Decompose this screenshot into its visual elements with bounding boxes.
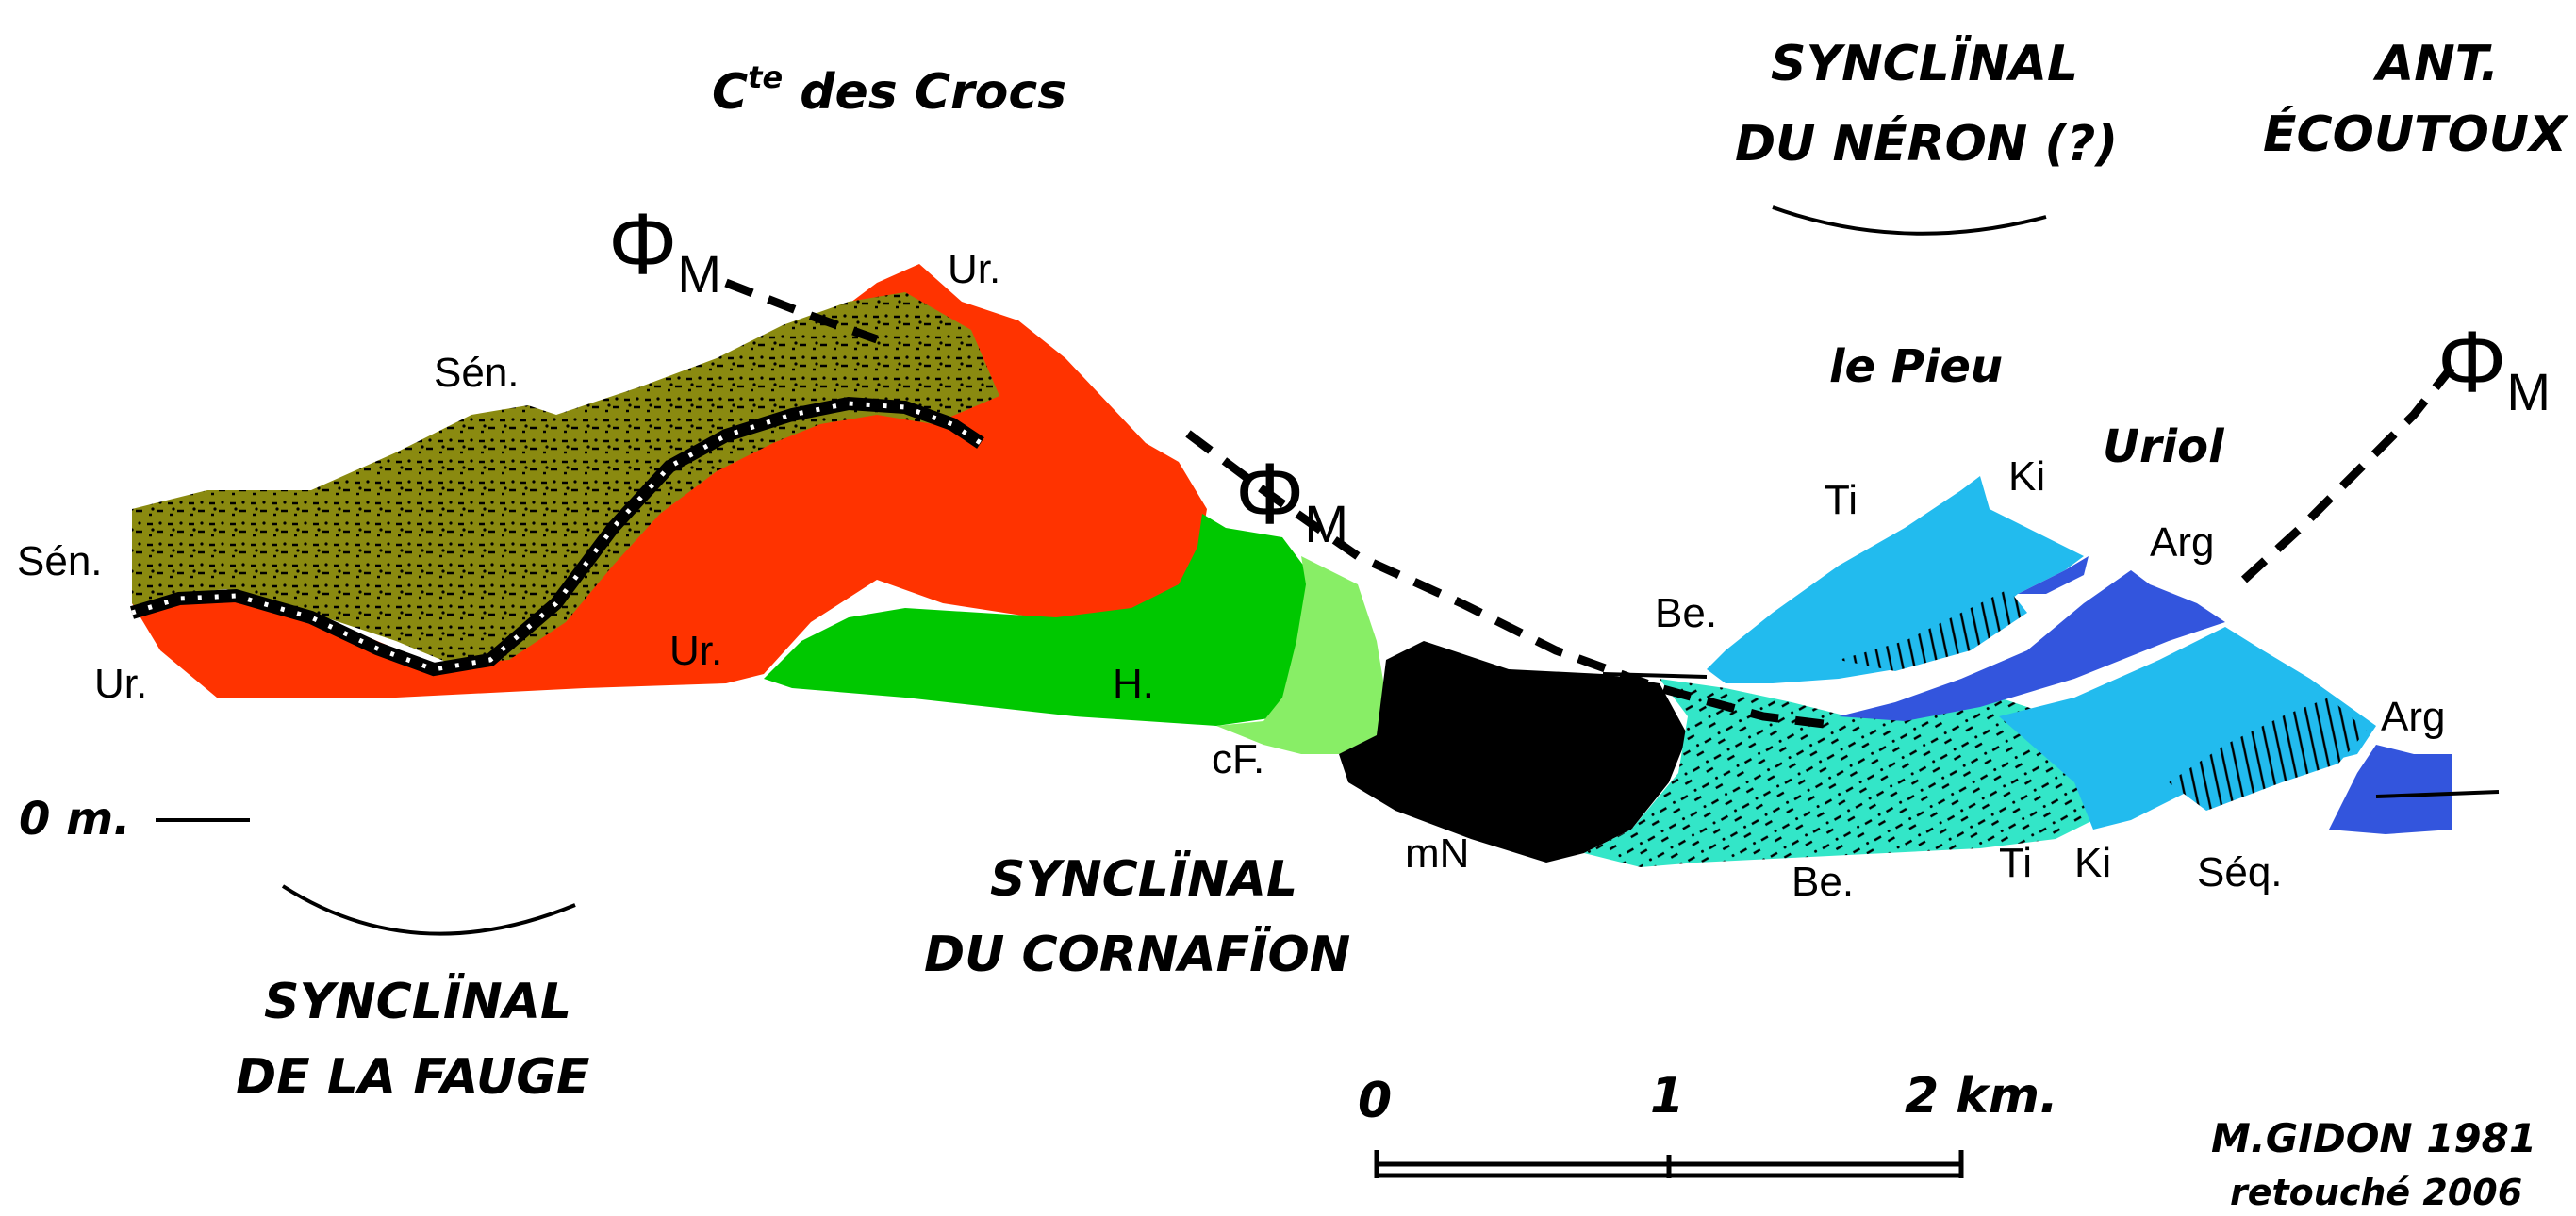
label-cf: cF. [1212, 736, 1264, 782]
fault-phi-m-east [2244, 368, 2452, 580]
scale-labels: 0 1 2 km. [1358, 1068, 2058, 1129]
phi-m-label-3: ΦM [2437, 314, 2551, 421]
syn-fauge-line1: SYNCLÏNAL [264, 973, 571, 1030]
syn-neron-line1: SYNCLÏNAL [1771, 35, 2078, 92]
label-ur-top: Ur. [948, 246, 1000, 292]
arc-syn-neron [1773, 207, 2046, 234]
surface-line-be [1603, 674, 1707, 677]
label-ti-top: Ti [1825, 477, 1858, 523]
sequanian-argovian-east [2329, 745, 2452, 834]
syn-fauge-line2: DE LA FAUGE [236, 1049, 589, 1106]
label-seq: Séq. [2197, 849, 2283, 896]
ant-ecoutoux-line2: ÉCOUTOUX [2263, 106, 2569, 163]
arc-syn-fauge [283, 886, 575, 934]
combe-title: Cte des Crocs [712, 59, 1066, 121]
phi-m-label-2: ΦM [1235, 446, 1348, 553]
label-ki-top: Ki [2008, 453, 2045, 500]
credit-line2: retouché 2006 [2230, 1172, 2522, 1213]
label-be-bottom: Be. [1792, 859, 1854, 905]
ant-ecoutoux-line1: ANT. [2372, 36, 2499, 92]
scale-label-0: 0 [1358, 1073, 1392, 1129]
credit-line1: M.GIDON 1981 [2211, 1115, 2536, 1161]
label-be-top: Be. [1655, 590, 1717, 636]
syn-cornafion-line1: SYNCLÏNAL [990, 850, 1297, 908]
phi-m-label-1: ΦM [608, 196, 721, 304]
syn-neron-line2: DU NÉRON (?) [1735, 115, 2118, 173]
le-pieu-title: le Pieu [1829, 340, 2003, 393]
credit: M.GIDON 1981 retouché 2006 [2211, 1115, 2536, 1213]
label-ur-mid: Ur. [669, 628, 722, 674]
label-ur-left: Ur. [94, 661, 147, 707]
label-ki-bottom: Ki [2074, 840, 2111, 886]
label-arg-top: Arg [2150, 519, 2214, 566]
syn-cornafion-line2: DU CORNAFÏON [924, 926, 1350, 983]
uriol-title: Uriol [2103, 420, 2224, 473]
label-ti-bottom: Ti [1999, 840, 2032, 886]
label-mn: mN [1405, 830, 1469, 877]
label-arg-right: Arg [2381, 694, 2445, 740]
scale-label-2: 2 km. [1905, 1068, 2058, 1125]
elevation-zero-label: 0 m. [19, 793, 130, 846]
label-sen-left: Sén. [17, 538, 103, 584]
label-sen-top: Sén. [434, 350, 520, 396]
scale-label-1: 1 [1650, 1068, 1684, 1125]
scale-bar [1377, 1150, 1961, 1178]
label-h: H. [1113, 661, 1154, 707]
